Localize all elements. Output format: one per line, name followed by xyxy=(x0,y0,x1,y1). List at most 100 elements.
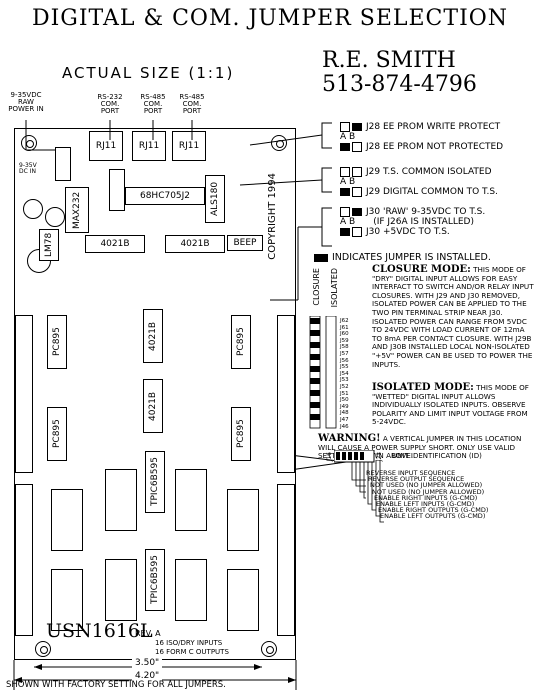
pin-icon xyxy=(352,142,362,152)
jumper-id: J46 xyxy=(340,423,349,430)
circuit-board: RJ11 RJ11 RJ11 9-35V DC IN MAX232 68HC70… xyxy=(14,128,296,660)
chip-pc895-3: PC895 xyxy=(47,407,67,461)
jumper-installed-icon xyxy=(352,123,362,131)
actual-size-label: ACTUAL SIZE (1:1) xyxy=(62,64,235,82)
dim-outer: 4.20" xyxy=(132,671,163,681)
unit-id-item: ENABLE LEFT INPUTS (G-CMD) xyxy=(376,500,475,509)
jumper-column xyxy=(309,316,337,429)
dim-inner: 3.50" xyxy=(132,658,163,668)
jumper-j28: J28 EE PROM WRITE PROTECT A B J28 EE PRO… xyxy=(340,122,503,152)
jumper-j29-a: J29 T.S. COMMON ISOLATED xyxy=(340,167,498,177)
isolated-label: ISOLATED xyxy=(330,268,339,308)
page-title: DIGITAL & COM. JUMPER SELECTION xyxy=(31,6,509,31)
port-2-mid: COM. xyxy=(143,100,163,108)
chip-pc895-4: PC895 xyxy=(231,407,251,461)
jumper-j30-note: (IF J26A IS INSTALLED) xyxy=(373,217,474,227)
chip-4021b-c: 4021B xyxy=(143,309,163,363)
chip-tpic6b595-b: TPIC6B595 xyxy=(145,549,165,611)
jumper-j30-b: J30 +5VDC TO T.S. xyxy=(340,227,485,237)
model-desc-2: 16 FORM C OUTPUTS xyxy=(155,648,229,656)
jumper-j29: J29 T.S. COMMON ISOLATED A B J29 DIGITAL… xyxy=(340,167,498,197)
unit-id-title: UNIT IDENTIFICATION (ID) xyxy=(392,452,482,460)
mount-hole-tl xyxy=(21,135,37,151)
jumper-id-list: J62 J61 J60 J59 J58 J57 J56 J55 J54 J53 … xyxy=(340,318,349,430)
jumper-id: J60 xyxy=(340,331,349,338)
port-label-2: RS-485 COM. PORT xyxy=(133,94,173,115)
mount-hole-tr xyxy=(271,135,287,151)
jumper-j28-protect: J28 EE PROM WRITE PROTECT xyxy=(366,122,501,132)
chip-4021b-a: 4021B xyxy=(85,235,145,253)
port-label-1: RS-232 COM. PORT xyxy=(90,94,130,115)
jumper-id: J56 xyxy=(340,357,349,364)
chip-u2 xyxy=(109,169,125,211)
chip-regulator: LM78 xyxy=(39,229,59,261)
revision-label: REV. A xyxy=(135,629,161,638)
jumper-ab-2: A B xyxy=(340,177,356,187)
terminal-strip-left-lower xyxy=(15,484,33,636)
jumper-j30-a: J30 'RAW' 9-35VDC TO T.S. xyxy=(340,207,485,217)
port-label-3: RS-485 COM. PORT xyxy=(172,94,212,115)
footer-note: SHOWN WITH FACTORY SETTING FOR ALL JUMPE… xyxy=(6,680,226,690)
pin-icon xyxy=(352,167,362,177)
jumper-id: J61 xyxy=(340,324,349,331)
copyright-label: COPYRIGHT 1994 xyxy=(267,173,278,260)
rj11-jack-3: RJ11 xyxy=(172,131,206,161)
jumper-id: J52 xyxy=(340,383,349,390)
legend-installed-text: INDICATES JUMPER IS INSTALLED. xyxy=(332,252,491,263)
jumper-j28-notprotect: J28 EE PROM NOT PROTECTED xyxy=(366,142,504,152)
mount-hole-bl xyxy=(35,641,51,657)
unit-id-item: ENABLE RIGHT INPUTS (G-CMD) xyxy=(374,493,478,502)
unit-id-item: REVERSE OUTPUT SEQUENCE xyxy=(368,475,465,484)
warning-title: WARNING! xyxy=(318,433,381,444)
jumper-id: J47 xyxy=(340,416,349,423)
pin-icon xyxy=(352,227,362,237)
port-1-mid: COM. xyxy=(100,100,120,108)
unit-id-item: ENABLE RIGHT OUTPUTS (G-CMD) xyxy=(378,506,489,515)
relay-l3 xyxy=(105,469,137,531)
port-3-bot: PORT xyxy=(182,107,202,115)
jumper-j29-b: J29 DIGITAL COMMON TO T.S. xyxy=(340,187,498,197)
relay-r3 xyxy=(175,469,207,531)
capacitor-c5 xyxy=(23,199,43,219)
jumper-id: J59 xyxy=(340,337,349,344)
chip-als180: ALS180 xyxy=(205,175,225,223)
pin-icon xyxy=(340,167,350,177)
relay-r4 xyxy=(175,559,207,621)
model-number: USN1616L xyxy=(46,620,153,642)
pin-icon xyxy=(340,207,350,217)
jumper-id: J48 xyxy=(340,410,349,417)
terminal-strip-left-upper xyxy=(15,315,33,473)
relay-l2 xyxy=(51,569,83,631)
unit-id-item: ENABLE LEFT OUTPUTS (G-CMD) xyxy=(380,512,486,521)
jumper-id: J55 xyxy=(340,364,349,371)
terminal-strip-right-upper xyxy=(277,315,295,473)
unit-id-header xyxy=(334,450,375,463)
port-1-top: RS-232 xyxy=(97,93,123,101)
jumper-j30: J30 'RAW' 9-35VDC TO T.S. A B (IF J26A I… xyxy=(340,207,485,237)
jumper-id: J49 xyxy=(340,403,349,410)
model-desc-1: 16 ISO/DRY INPUTS xyxy=(155,639,223,647)
jumper-j30-5v: J30 +5VDC TO T.S. xyxy=(366,227,450,237)
jumper-j28-a: J28 EE PROM WRITE PROTECT xyxy=(340,122,503,132)
jumper-installed-icon xyxy=(340,188,350,196)
jumper-id: J62 xyxy=(340,318,349,324)
capacitor-c6 xyxy=(45,207,65,227)
chip-tpic6b595-a: TPIC6B595 xyxy=(145,451,165,513)
jumper-installed-icon xyxy=(352,208,362,216)
closure-label: CLOSURE xyxy=(312,268,321,306)
unit-id-list: REVERSE INPUT SEQUENCE REVERSE OUTPUT SE… xyxy=(366,470,488,520)
j16-label: J16 xyxy=(326,452,333,462)
pin-icon xyxy=(340,122,350,132)
rj11-jack-1: RJ11 xyxy=(89,131,123,161)
power-label: 9-35VDC RAW POWER IN xyxy=(8,91,44,113)
relay-r2 xyxy=(227,569,259,631)
jumper-j30-note-row: A B (IF J26A IS INSTALLED) xyxy=(340,217,485,227)
relay-l1 xyxy=(51,489,83,551)
company-name: R.E. SMITH xyxy=(322,48,456,73)
legend-installed: INDICATES JUMPER IS INSTALLED. xyxy=(314,252,491,263)
port-1-bot: PORT xyxy=(100,107,120,115)
jumper-installed-icon xyxy=(340,143,350,151)
mount-hole-br xyxy=(261,641,277,657)
jumper-j28-b: J28 EE PROM NOT PROTECTED xyxy=(340,142,503,152)
relay-l4 xyxy=(105,559,137,621)
